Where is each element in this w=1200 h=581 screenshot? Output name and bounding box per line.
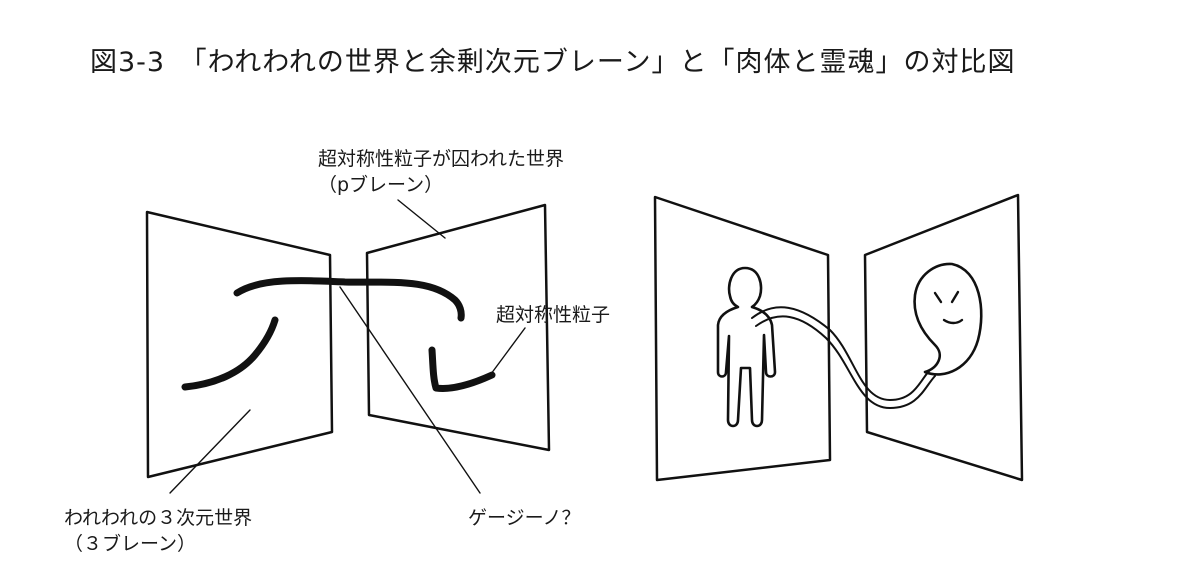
pointer-gaugino: [339, 286, 481, 494]
pbrane-label: 超対称性粒子が囚われた世界 （pブレーン）: [318, 146, 564, 198]
pointer-our-world: [169, 409, 251, 494]
ghost-mouth: [942, 318, 964, 325]
gaugino-label: ゲージーノ？: [468, 505, 580, 531]
particle-left-hook: [181, 316, 279, 391]
pbrane-label-line2: （pブレーン）: [318, 174, 444, 196]
silver-cord-inner: [755, 315, 936, 409]
particle-arc: [233, 277, 465, 322]
silver-cord-outer: [751, 306, 931, 401]
our-world-label-line2: （３ブレーン）: [64, 533, 197, 555]
human-body-icon: [716, 266, 777, 428]
gaugino-text: ゲージーノ？: [468, 507, 581, 529]
particle-right-hook: [428, 346, 496, 392]
our-brane-panel: [145, 210, 334, 479]
ghost-right-eye: [950, 290, 960, 304]
p-brane-panel: [365, 203, 551, 452]
soul-panel: [863, 193, 1024, 482]
body-panel: [653, 195, 832, 482]
our-world-label: われわれの３次元世界 （３ブレーン）: [64, 505, 252, 557]
soul-ghost-icon: [913, 262, 983, 376]
susy-particle-label: 超対称性粒子: [496, 302, 610, 328]
susy-particle-text: 超対称性粒子: [496, 304, 611, 326]
our-world-label-line1: われわれの３次元世界: [64, 507, 253, 529]
pbrane-label-line1: 超対称性粒子が囚われた世界: [318, 148, 565, 170]
pointer-pbrane: [397, 199, 446, 239]
ghost-left-eye: [933, 291, 943, 304]
pointer-susy-particle: [487, 327, 526, 379]
figure-title: 図3-3 「われわれの世界と余剰次元ブレーン」と「肉体と霊魂」の対比図: [90, 47, 1016, 78]
